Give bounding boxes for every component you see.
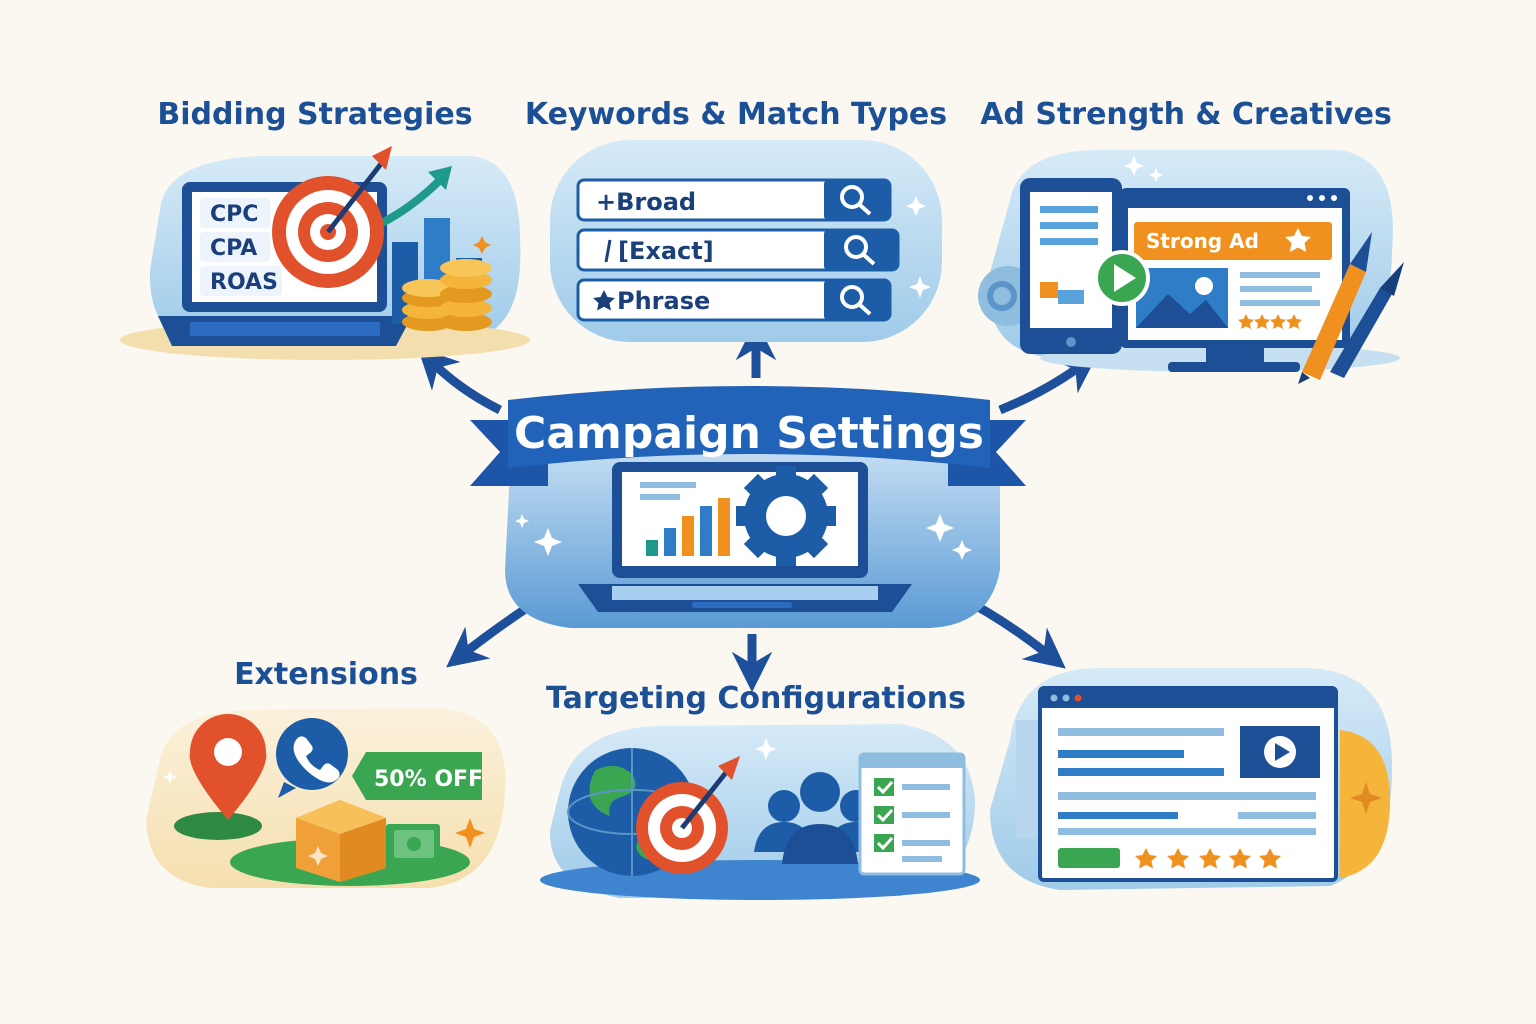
discount-label: 50% OFF: [374, 767, 483, 792]
discount-tag: [352, 752, 482, 800]
browser-toolbar: [1040, 688, 1336, 708]
star-icon: [1285, 228, 1311, 252]
arrow-icon: [417, 347, 503, 415]
main-title: Campaign Settings: [514, 408, 984, 459]
strong-ad-badge: [1134, 222, 1332, 260]
star-icon: [1167, 848, 1189, 869]
pencil-icon: [1298, 232, 1372, 384]
phone-icon: [276, 718, 348, 798]
target-icon: [272, 146, 392, 288]
bar-chart-icon: [646, 498, 730, 556]
bidding-item: CPC: [210, 202, 258, 227]
extensions-title: Extensions: [234, 657, 418, 692]
search-button[interactable]: [824, 280, 890, 320]
bidding-item: ROAS: [210, 270, 278, 295]
center-hub: Campaign Settings: [470, 386, 1026, 628]
panel-bidding-strategies: Bidding Strategies CPC CPA ROAS: [120, 97, 530, 360]
sparkle-icon: [755, 738, 777, 760]
bidding-title: Bidding Strategies: [157, 97, 472, 132]
cta-button[interactable]: [1058, 848, 1120, 868]
play-icon: [1114, 264, 1136, 292]
panel-ad-preview: [990, 668, 1393, 890]
gear-icon: [987, 281, 1017, 311]
sparkle-icon: [534, 528, 562, 556]
keyword-label: [Exact]: [618, 237, 714, 265]
keyword-row: [Exact]: [576, 228, 900, 272]
tablet-screen: [1030, 192, 1112, 328]
package-icon: [296, 800, 386, 882]
arrow-icon: [998, 353, 1099, 415]
panel-keywords: Keywords & Match Types +Broad [Exact] P: [525, 97, 947, 342]
map-pin-icon: [189, 714, 267, 820]
keyword-row: Phrase: [576, 278, 892, 322]
ad-strength-title: Ad Strength & Creatives: [980, 97, 1392, 132]
sparkle-icon: [1149, 168, 1163, 182]
bidding-item: CPA: [210, 236, 257, 261]
sparkle-icon: [952, 540, 972, 560]
sparkle-icon: [1350, 782, 1382, 814]
star-icon: [593, 290, 615, 311]
star-icon: [1254, 314, 1270, 329]
star-icon: [1199, 848, 1221, 869]
sparkle-icon: [455, 818, 485, 848]
checklist-icon: [858, 752, 966, 876]
laptop-keyboard: [190, 322, 380, 336]
search-button[interactable]: [824, 230, 898, 270]
target-icon: [636, 756, 740, 874]
star-icon: [1270, 314, 1286, 329]
rating-stars: [1135, 848, 1281, 869]
search-button[interactable]: [824, 180, 890, 220]
sparkle-icon: [926, 514, 954, 542]
gear-icon: [736, 466, 836, 566]
sparkle-icon: [163, 770, 177, 784]
star-icon: [1259, 848, 1281, 869]
sparkle-icon: [906, 196, 926, 216]
targeting-title: Targeting Configurations: [546, 681, 966, 716]
panel-extensions: Extensions 50% OFF: [146, 657, 506, 888]
star-icon: [1229, 848, 1251, 869]
star-icon: [1238, 314, 1254, 329]
brush-icon: [1330, 262, 1404, 378]
star-icon: [1135, 848, 1157, 869]
sparkle-icon: [1124, 156, 1144, 176]
sparkle-icon: [909, 276, 931, 298]
search-icon: [844, 235, 868, 259]
keyword-row: +Broad: [576, 178, 892, 222]
panel-ad-strength: Ad Strength & Creatives Strong Ad: [978, 97, 1404, 384]
keyword-label: Phrase: [617, 287, 710, 315]
search-icon: [840, 285, 864, 309]
strong-ad-label: Strong Ad: [1146, 229, 1259, 253]
star-icon: [1286, 314, 1302, 329]
monitor-stand: [1206, 348, 1264, 364]
keyword-label: +Broad: [596, 188, 696, 216]
search-icon: [840, 185, 864, 209]
sparkle-icon: [473, 236, 491, 254]
coins-icon: [402, 259, 492, 331]
panel-targeting: Targeting Configurations: [540, 681, 980, 900]
keywords-title: Keywords & Match Types: [525, 97, 947, 132]
rating-stars: [1238, 314, 1302, 329]
title-ribbon: [508, 386, 990, 468]
play-icon: [1275, 743, 1290, 761]
sparkle-icon: [515, 514, 529, 528]
